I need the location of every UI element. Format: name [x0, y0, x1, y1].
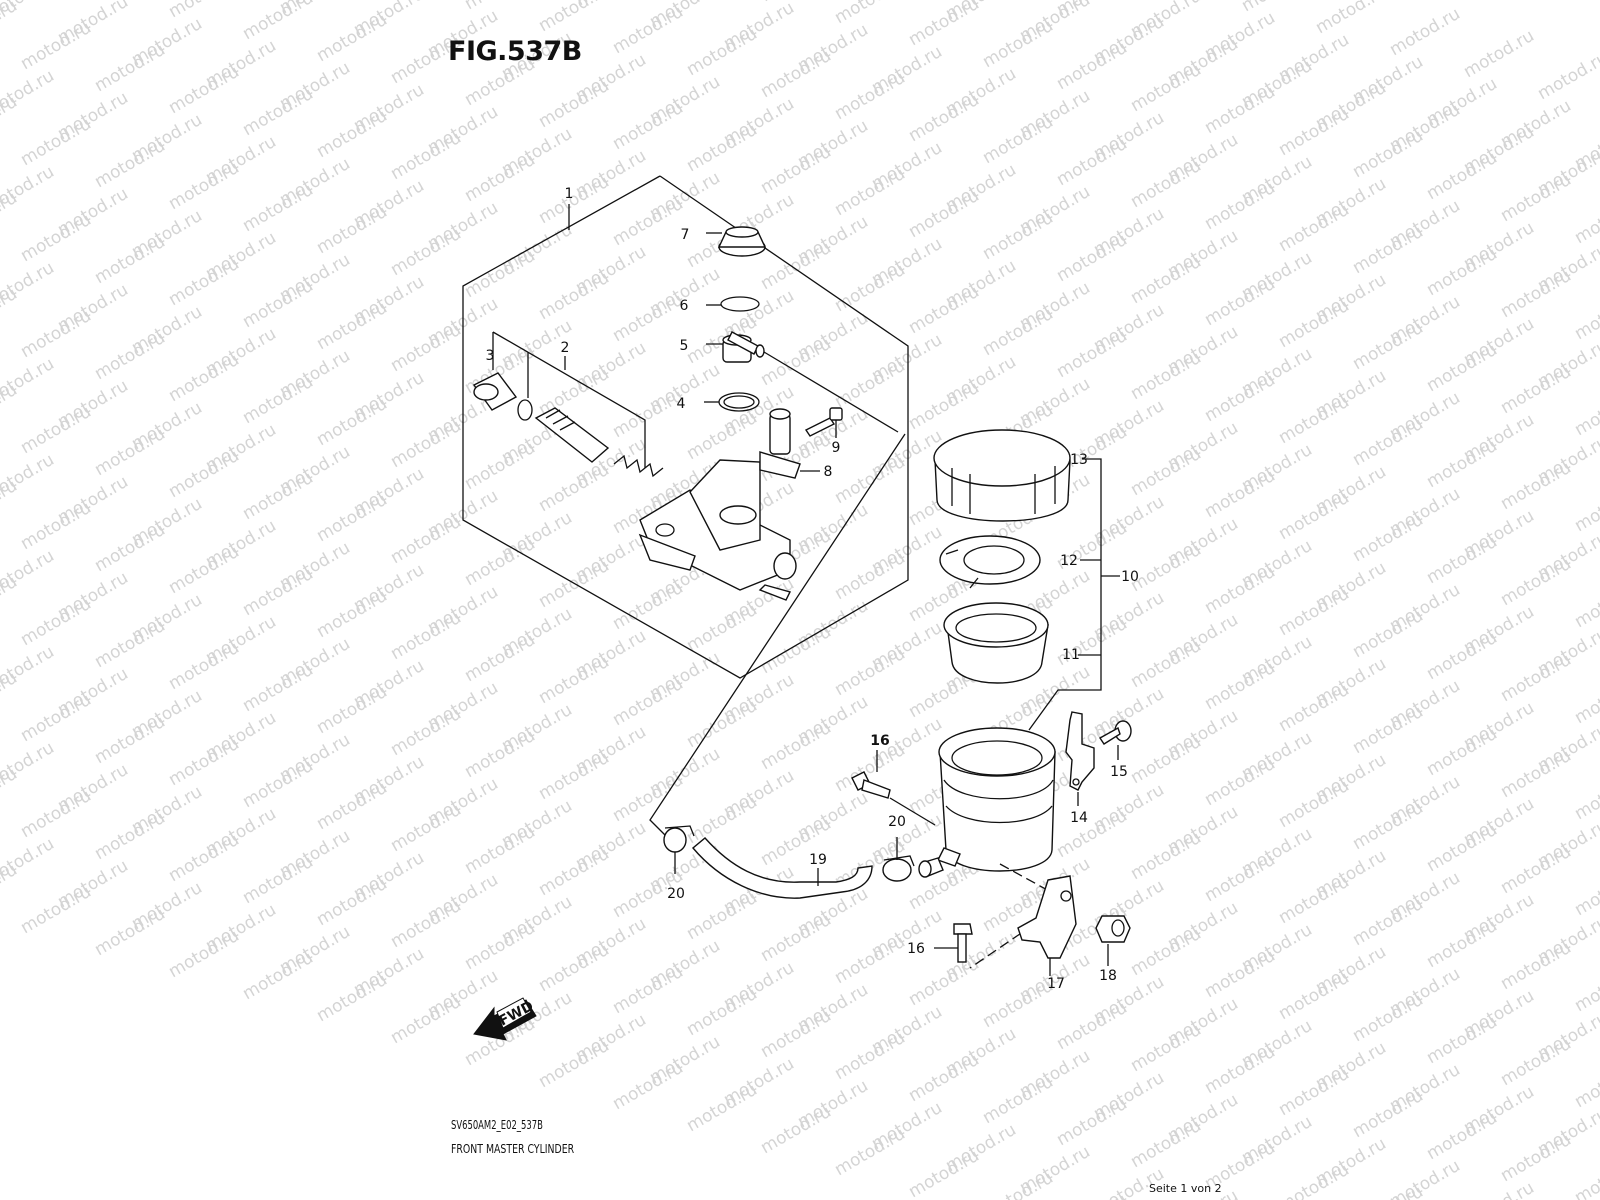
part-15-screw-icon — [1098, 720, 1132, 760]
callout-18: 18 — [1099, 968, 1117, 984]
callout-7: 7 — [681, 227, 690, 243]
callout-8: 8 — [824, 464, 833, 480]
part-3-boot-icon — [472, 372, 518, 411]
callout-20-right: 20 — [888, 814, 906, 830]
part-20-clamp-left-icon — [663, 825, 695, 874]
part-6-circlip-icon — [706, 296, 760, 312]
part-2-piston-icon — [517, 399, 664, 478]
callout-10: 10 — [1121, 569, 1139, 585]
master-cylinder-body-icon — [638, 459, 797, 601]
page-info: Seite 1 von 2 — [1149, 1182, 1222, 1195]
part-8-joint-icon — [759, 408, 820, 479]
part-20-clamp-right-icon — [882, 837, 915, 882]
part-14-clip-icon — [1065, 711, 1095, 806]
callout-14: 14 — [1070, 810, 1088, 826]
callout-19: 19 — [809, 852, 827, 868]
fwd-arrow-icon: FWD — [473, 997, 537, 1041]
part-11-diaphragm-icon — [943, 602, 1049, 684]
part-10-reservoir-icon — [918, 727, 1056, 878]
callout-12: 12 — [1060, 553, 1078, 569]
part-5-connector-icon — [706, 331, 899, 433]
callout-20-left: 20 — [667, 886, 685, 902]
part-18-nut-icon — [1095, 915, 1131, 966]
callout-4: 4 — [677, 396, 686, 412]
callout-2: 2 — [561, 340, 570, 356]
callout-11: 11 — [1062, 647, 1080, 663]
callout-17: 17 — [1047, 976, 1065, 992]
callout-16-top: 16 — [870, 733, 889, 749]
callout-9: 9 — [832, 440, 841, 456]
part-16-bolt-bottom-icon — [934, 923, 973, 963]
part-19-hose-icon — [692, 837, 873, 899]
part-16-bolt-top-icon — [851, 750, 936, 826]
bracket-2-3 — [492, 331, 646, 468]
callout-5: 5 — [680, 338, 689, 354]
callout-16-bottom: 16 — [907, 941, 925, 957]
callout-15: 15 — [1110, 764, 1128, 780]
part-4-oring-icon — [704, 392, 760, 412]
part-9-screw-icon — [804, 407, 843, 438]
part-7-cap-icon — [706, 226, 767, 257]
figure-title: FIG.537B — [448, 36, 582, 67]
part-17-bracket-icon — [1017, 875, 1077, 976]
callout-3: 3 — [486, 348, 495, 364]
callout-6: 6 — [680, 298, 689, 314]
diagram-caption: FRONT MASTER CYLINDER — [451, 1142, 575, 1156]
assembly-1-boundary — [462, 175, 909, 679]
part-12-plate-icon — [939, 535, 1041, 589]
diagram-code: SV650AM2_E02_537B — [451, 1118, 543, 1132]
callout-1: 1 — [565, 186, 574, 202]
callout-13: 13 — [1070, 452, 1088, 468]
part-13-reservoir-cap-icon — [933, 429, 1071, 522]
